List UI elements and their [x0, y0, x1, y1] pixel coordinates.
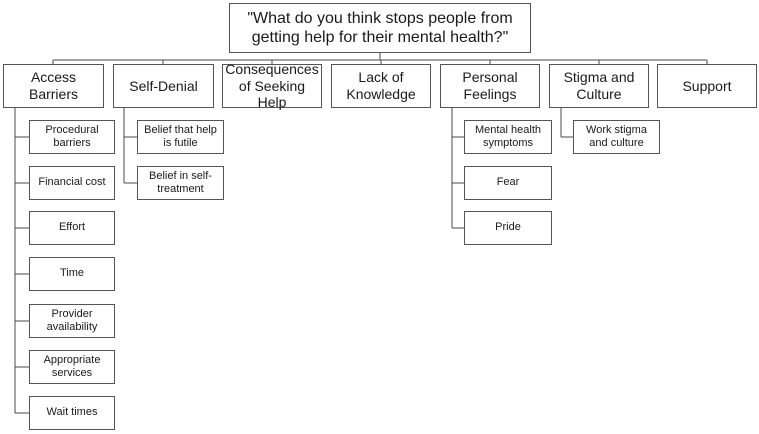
category-lack-of-knowledge: Lack of Knowledge — [331, 64, 431, 108]
category-self-denial: Self-Denial — [113, 64, 214, 108]
category-personal-feelings: Personal Feelings — [440, 64, 540, 108]
category-access-barriers: Access Barriers — [3, 64, 104, 108]
node-financial-cost: Financial cost — [29, 166, 115, 200]
node-belief-self-treatment: Belief in self-treatment — [137, 166, 224, 200]
node-work-stigma-culture: Work stigma and culture — [573, 120, 660, 154]
node-provider-availability: Provider availability — [29, 304, 115, 338]
node-wait-times: Wait times — [29, 396, 115, 430]
node-pride: Pride — [464, 211, 552, 245]
node-appropriate-services: Appropriate services — [29, 350, 115, 384]
category-support: Support — [657, 64, 757, 108]
node-belief-help-futile: Belief that help is futile — [137, 120, 224, 154]
node-time: Time — [29, 257, 115, 291]
node-procedural-barriers: Procedural barriers — [29, 120, 115, 154]
node-fear: Fear — [464, 166, 552, 200]
category-consequences-of-seeking-help: Consequences of Seeking Help — [222, 61, 322, 110]
node-mental-health-symptoms: Mental health symptoms — [464, 120, 552, 154]
category-stigma-and-culture: Stigma and Culture — [549, 64, 649, 108]
root-question: "What do you think stops people from get… — [229, 3, 531, 53]
node-effort: Effort — [29, 211, 115, 245]
